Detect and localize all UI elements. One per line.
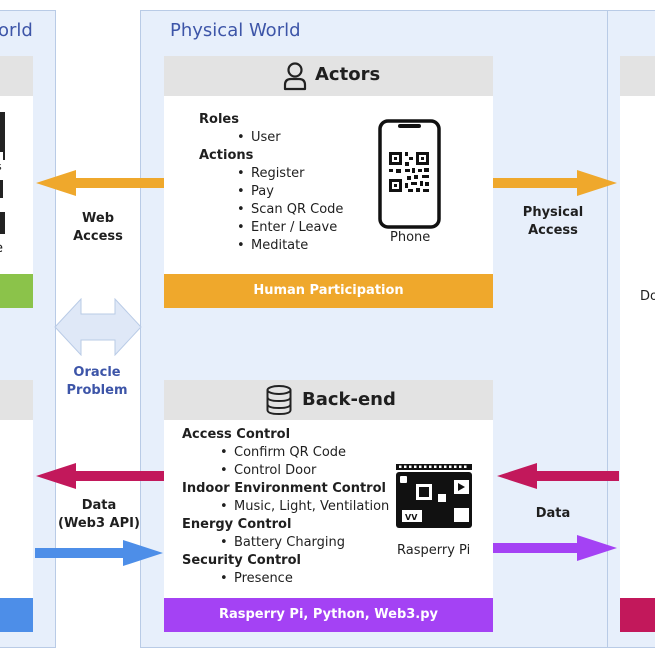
web-access-arrow bbox=[36, 170, 164, 196]
role-item: User bbox=[237, 129, 280, 147]
data-web3-label: Data (Web3 API) bbox=[54, 497, 144, 533]
section-item: Presence bbox=[220, 570, 293, 588]
action-item: Pay bbox=[237, 183, 274, 201]
actors-card bbox=[164, 56, 493, 308]
left-top-card bbox=[0, 56, 33, 308]
backend-footer: Rasperry Pi, Python, Web3.py bbox=[164, 598, 493, 632]
physical-access-line-1: Physical bbox=[522, 205, 584, 220]
action-item: Enter / Leave bbox=[237, 219, 337, 237]
backend-card-header bbox=[164, 380, 493, 420]
backend-title: Back-end bbox=[302, 389, 396, 410]
oracle-problem-label: Oracle Problem bbox=[57, 364, 137, 400]
right-card-header bbox=[620, 56, 655, 96]
actors-footer: Human Participation bbox=[164, 274, 493, 308]
data-right-arrow-purple bbox=[493, 535, 617, 561]
actions-heading: Actions bbox=[199, 148, 254, 163]
oracle-problem-line-2: Problem bbox=[66, 383, 128, 398]
physical-access-arrow bbox=[493, 170, 617, 196]
raspberry-pi-label: Rasperry Pi bbox=[397, 543, 471, 558]
right-card bbox=[620, 56, 655, 632]
web-access-line-1: Web bbox=[82, 211, 114, 226]
svg-text:VV: VV bbox=[405, 513, 418, 522]
phone-label: Phone bbox=[390, 230, 431, 245]
action-item: Meditate bbox=[237, 237, 308, 255]
section-item: Control Door bbox=[220, 462, 316, 480]
left-bottom-card-header bbox=[0, 380, 33, 420]
data-label: Data bbox=[535, 506, 571, 521]
actors-card-header bbox=[164, 56, 493, 96]
oracle-problem-arrow bbox=[54, 298, 142, 356]
physical-access-line-2: Access bbox=[528, 223, 578, 238]
section-item: Music, Light, Ventilation bbox=[220, 498, 389, 516]
action-item: Scan QR Code bbox=[237, 201, 343, 219]
left-top-fragment-2: e bbox=[0, 240, 3, 258]
person-icon bbox=[283, 62, 307, 91]
section-heading-security-control: Security Control bbox=[182, 553, 301, 568]
right-zone-fragment: Do bbox=[640, 289, 655, 304]
left-bottom-card bbox=[0, 380, 33, 632]
physical-access-label: Physical Access bbox=[513, 204, 593, 240]
left-top-fragment-1: s bbox=[0, 158, 2, 176]
left-top-card-header bbox=[0, 56, 33, 96]
raspberry-pi-icon: VV bbox=[396, 464, 472, 528]
data-left-arrow-right-side bbox=[497, 463, 619, 489]
database-icon bbox=[266, 385, 292, 416]
oracle-problem-line-1: Oracle bbox=[73, 365, 121, 380]
section-heading-access-control: Access Control bbox=[182, 427, 291, 442]
physical-world-title: Physical World bbox=[170, 20, 301, 41]
data-right-arrow-blue bbox=[35, 540, 163, 566]
section-heading-indoor-environment: Indoor Environment Control bbox=[182, 481, 386, 496]
left-bottom-footer bbox=[0, 598, 33, 632]
section-item: Battery Charging bbox=[220, 534, 345, 552]
data-web3-line-1: Data bbox=[81, 498, 117, 513]
section-item: Confirm QR Code bbox=[220, 444, 346, 462]
actors-title: Actors bbox=[315, 64, 381, 85]
web-access-line-2: Access bbox=[73, 229, 123, 244]
action-item: Register bbox=[237, 165, 304, 183]
data-left-arrow bbox=[36, 463, 164, 489]
right-footer bbox=[620, 598, 655, 632]
left-top-footer bbox=[0, 274, 33, 308]
roles-heading: Roles bbox=[199, 112, 239, 127]
data-web3-line-2: (Web3 API) bbox=[58, 516, 140, 531]
left-zone-title: orld bbox=[0, 20, 33, 41]
phone-qr-icon bbox=[378, 119, 441, 229]
section-heading-energy-control: Energy Control bbox=[182, 517, 292, 532]
web-access-label: Web Access bbox=[58, 210, 138, 246]
left-top-icon-fragment bbox=[0, 112, 5, 234]
